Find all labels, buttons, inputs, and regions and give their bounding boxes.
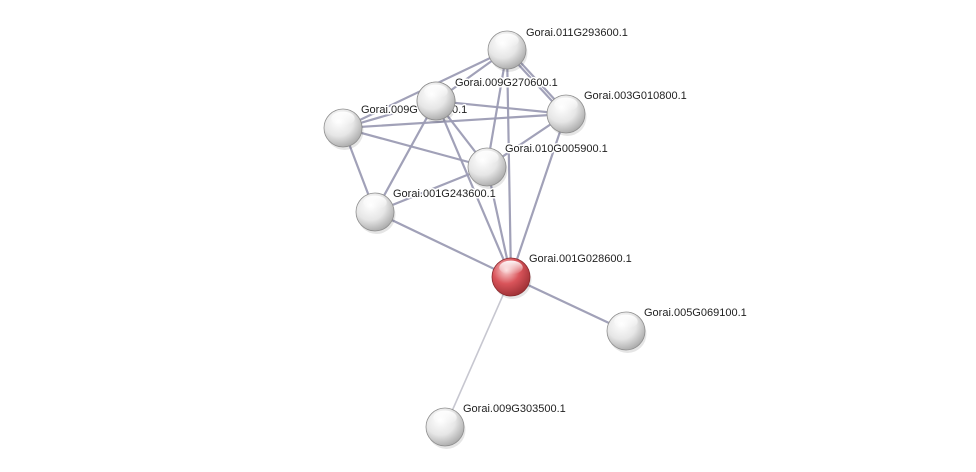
node-label-halo-tail: 0.1 (452, 104, 467, 116)
node-label[interactable]: Gorai.001G028600.1 (529, 253, 632, 265)
node-label-halo: Gorai.001G243600.1 (393, 188, 496, 200)
edge-n270-n003 (434, 99, 568, 116)
edge-n028-n005 (509, 275, 628, 333)
node-label-halo: Gorai.005G069100.1 (644, 307, 747, 319)
node-label-halo: Gorai.011G293600.1 (526, 27, 628, 39)
node-n005[interactable] (606, 311, 647, 353)
node-highlight (614, 314, 638, 329)
node-highlight (495, 33, 519, 48)
edge-n270-n243 (373, 99, 438, 214)
edge-n028-n003 (509, 112, 568, 279)
node-label-top[interactable]: Gorai.009G270600.1 (455, 77, 558, 89)
node-label[interactable]: Gorai.011G293600.1 (526, 27, 628, 39)
edge-n028-n243 (373, 210, 513, 279)
node-n243[interactable] (355, 192, 396, 234)
node-n028[interactable] (491, 257, 532, 299)
node-highlight (433, 410, 457, 425)
node-label[interactable]: Gorai.009G270600.1 (455, 77, 558, 89)
edge-n010-n243 (373, 165, 489, 214)
node-label-halo: Gorai.003G010800.1 (584, 90, 687, 102)
node-n009h[interactable] (323, 108, 364, 150)
node-highlight (554, 97, 578, 112)
node-label-halo: Gorai.001G028600.1 (529, 253, 632, 265)
node-label[interactable]: Gorai.010G005900.1 (505, 143, 608, 155)
edge-n009h-n010 (341, 126, 489, 169)
edge-n011-n010 (485, 48, 509, 169)
edge-n028-n303 (444, 276, 512, 428)
node-n270-overlay[interactable] (416, 81, 456, 121)
node-n003[interactable] (546, 94, 587, 136)
edge-n028-n270 (434, 99, 513, 279)
node-n011[interactable] (487, 30, 528, 72)
node-label-halo: Gorai.009G303500.1 (463, 403, 566, 415)
edge-n028-n011 (505, 48, 513, 279)
node-highlight (475, 150, 499, 165)
node-n303[interactable] (425, 407, 466, 449)
node-label[interactable]: Gorai.003G010800.1 (584, 90, 687, 102)
node-highlight (424, 84, 448, 99)
node-label-halo: Gorai.009G (361, 104, 418, 116)
edge-n003-n009h (341, 112, 568, 130)
node-highlight (331, 111, 355, 126)
node-label-halo: Gorai.010G005900.1 (505, 143, 608, 155)
node-label[interactable]: Gorai.005G069100.1 (644, 307, 747, 319)
node-label-halo-top: Gorai.009G270600.1 (455, 77, 558, 89)
label-layer: Gorai.011G293600.1Gorai.011G293600.1Gora… (360, 26, 749, 417)
node-label[interactable]: Gorai.009G (361, 104, 418, 116)
node-n010[interactable] (467, 147, 508, 189)
node-label-tail[interactable]: 0.1 (452, 104, 467, 116)
node-highlight (363, 195, 387, 210)
node-highlight (499, 260, 523, 275)
node-label-halo: Gorai.009G270600.1 (455, 77, 558, 89)
node-label[interactable]: Gorai.001G243600.1 (393, 188, 496, 200)
node-label[interactable]: Gorai.009G303500.1 (463, 403, 566, 415)
